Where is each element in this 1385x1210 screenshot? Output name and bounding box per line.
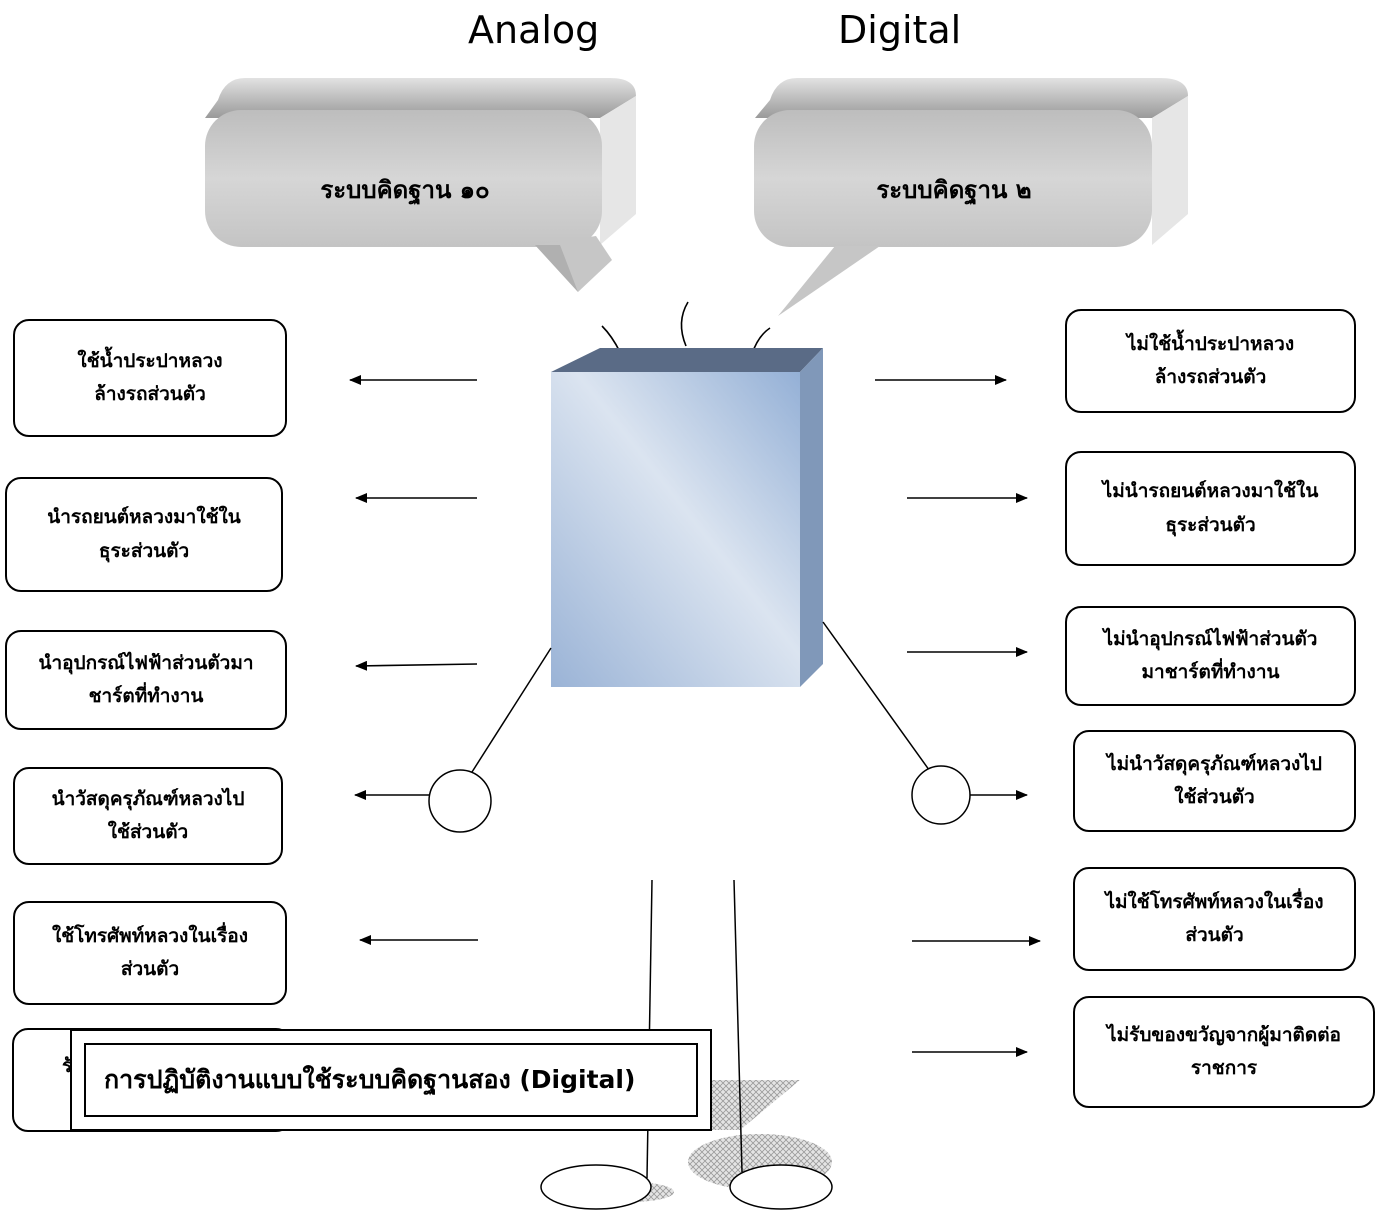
banner-text: การปฏิบัติงานแบบใช้ระบบคิดฐานสอง (Digita… — [104, 1065, 636, 1094]
left-box-3-text: นำอุปกรณ์ไฟฟ้าส่วนตัวมา ชาร์ตที่ทำงาน — [38, 651, 254, 707]
left-foot — [540, 1164, 652, 1210]
right-speech-bubble — [754, 78, 1188, 316]
left-box-4: นำวัสดุครุภัณฑ์หลวงไป ใช้ส่วนตัว — [13, 767, 283, 865]
right-box-2-text: ไม่นำรถยนต์หลวงมาใช้ใน ธุระส่วนตัว — [1102, 480, 1319, 536]
figure-antennae — [601, 301, 771, 355]
left-box-1-text: ใช้น้ำประปาหลวง ล้างรถส่วนตัว — [77, 349, 223, 405]
left-hand — [428, 769, 492, 833]
right-box-4-text: ไม่นำวัสดุครุภัณฑ์หลวงไป ใช้ส่วนตัว — [1107, 752, 1322, 808]
right-box-4: ไม่นำวัสดุครุภัณฑ์หลวงไป ใช้ส่วนตัว — [1073, 730, 1356, 832]
left-speech-bubble — [205, 78, 636, 292]
right-box-2: ไม่นำรถยนต์หลวงมาใช้ใน ธุระส่วนตัว — [1065, 451, 1356, 566]
left-box-6-text: รั — [62, 1055, 73, 1077]
left-box-2-text: นำรถยนต์หลวงมาใช้ใน ธุระส่วนตัว — [47, 506, 241, 562]
right-box-6: ไม่รับของขวัญจากผู้มาติดต่อ ราชการ — [1073, 996, 1375, 1108]
right-box-3-text: ไม่นำอุปกรณ์ไฟฟ้าส่วนตัว มาชาร์ตที่ทำงาน — [1103, 627, 1318, 683]
right-hand — [911, 765, 971, 825]
figure-arms — [471, 621, 933, 775]
left-bubble-label: ระบบคิดฐาน ๑๐ — [320, 176, 490, 204]
left-box-5: ใช้โทรศัพท์หลวงในเรื่อง ส่วนตัว — [13, 901, 287, 1005]
right-box-6-text: ไม่รับของขวัญจากผู้มาติดต่อ ราชการ — [1107, 1023, 1341, 1079]
figure-body-cube — [551, 348, 823, 687]
left-box-3: นำอุปกรณ์ไฟฟ้าส่วนตัวมา ชาร์ตที่ทำงาน — [5, 630, 287, 730]
right-box-1: ไม่ใช้น้ำประปาหลวง ล้างรถส่วนตัว — [1065, 309, 1356, 413]
left-box-2: นำรถยนต์หลวงมาใช้ใน ธุระส่วนตัว — [5, 477, 283, 592]
left-box-4-text: นำวัสดุครุภัณฑ์หลวงไป ใช้ส่วนตัว — [51, 787, 245, 843]
digital-practice-banner: การปฏิบัติงานแบบใช้ระบบคิดฐานสอง (Digita… — [70, 1029, 712, 1131]
left-arrow-3 — [355, 660, 478, 671]
right-arrows — [875, 375, 1041, 1057]
digital-header: Digital — [838, 8, 962, 52]
right-box-1-text: ไม่ใช้น้ำประปาหลวง ล้างรถส่วนตัว — [1126, 332, 1295, 388]
right-bubble-label: ระบบคิดฐาน ๒ — [876, 176, 1032, 204]
banner-frame: การปฏิบัติงานแบบใช้ระบบคิดฐานสอง (Digita… — [84, 1043, 698, 1117]
analog-header: Analog — [468, 8, 600, 52]
left-arrows — [349, 375, 478, 945]
left-box-1: ใช้น้ำประปาหลวง ล้างรถส่วนตัว — [13, 319, 287, 437]
right-foot — [729, 1164, 833, 1210]
left-box-5-text: ใช้โทรศัพท์หลวงในเรื่อง ส่วนตัว — [52, 924, 248, 980]
right-box-5: ไม่ใช้โทรศัพท์หลวงในเรื่อง ส่วนตัว — [1073, 867, 1356, 971]
right-box-3: ไม่นำอุปกรณ์ไฟฟ้าส่วนตัว มาชาร์ตที่ทำงาน — [1065, 606, 1356, 706]
right-box-5-text: ไม่ใช้โทรศัพท์หลวงในเรื่อง ส่วนตัว — [1105, 890, 1324, 946]
